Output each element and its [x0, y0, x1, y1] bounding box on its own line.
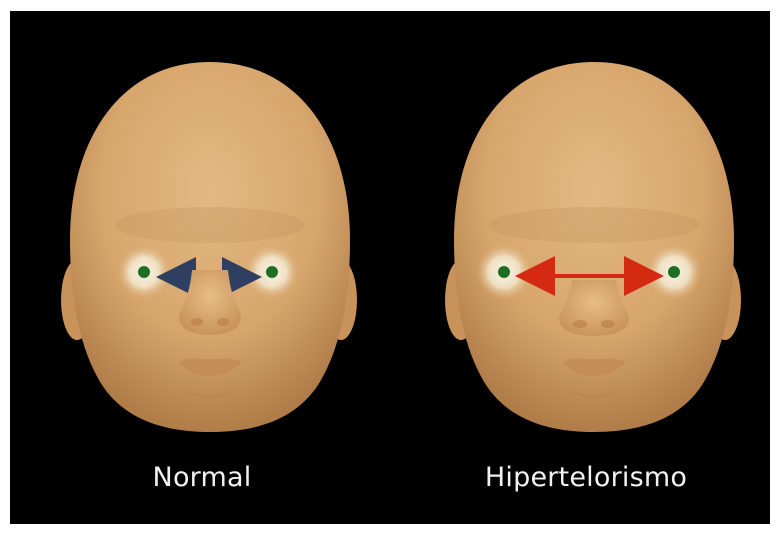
nostril-right — [217, 318, 229, 326]
nostril-left — [191, 318, 203, 326]
pupil-right — [266, 266, 278, 278]
nostril-left — [573, 320, 587, 328]
pupil-left — [498, 266, 510, 278]
label-normal: Normal — [52, 462, 352, 493]
pupil-right — [668, 266, 680, 278]
face-hypertelorism — [445, 62, 741, 432]
face-normal — [61, 62, 357, 432]
label-hypertelorism: Hipertelorismo — [436, 462, 736, 493]
nostril-right — [601, 320, 615, 328]
pupil-left — [138, 266, 150, 278]
brow-shadow — [115, 207, 305, 243]
head — [70, 62, 350, 432]
brow-shadow — [489, 207, 699, 243]
